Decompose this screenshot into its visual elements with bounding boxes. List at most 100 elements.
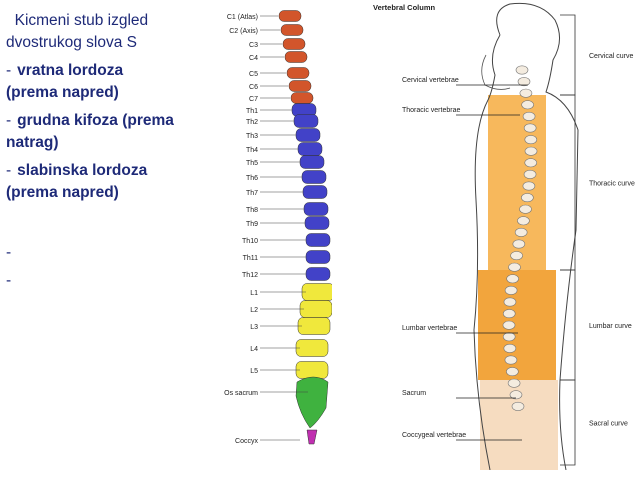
sacrum (295, 376, 329, 429)
vertebra-thoracic (303, 202, 329, 216)
vertebra-lumbar (295, 361, 329, 379)
vertebra-thoracic (305, 250, 331, 264)
vertebra-body (514, 227, 528, 237)
vertebra-label: L4 (250, 346, 258, 353)
vertebra-label: Th12 (242, 272, 258, 279)
vertebra-body (512, 239, 526, 249)
body-outline-front (473, 34, 501, 470)
vertebra-body (502, 332, 516, 342)
vertebra-body (507, 378, 521, 388)
torso-lumbar (478, 270, 556, 380)
vertebra-thoracic (295, 128, 321, 142)
vertebra-label: C6 (249, 84, 258, 91)
heading-line-2: dvostrukog slova S (6, 34, 137, 51)
bullet-lumbar: -slabinska lordoza (prema napred) (6, 160, 221, 204)
vertebra-label: C3 (249, 42, 258, 49)
vertebra-label: L3 (250, 324, 258, 331)
vertebra-label: Th7 (246, 190, 258, 197)
vertebra-label: Th2 (246, 119, 258, 126)
vertebra-label: C1 (Atlas) (227, 14, 258, 21)
vertebra-body (523, 169, 537, 179)
region-label: Coccygeal vertebrae (402, 432, 466, 439)
empty-bullet: - (6, 272, 12, 289)
bullet-text: natrag) (6, 134, 59, 151)
vertebra-body (524, 135, 538, 145)
vertebra-body (519, 88, 533, 98)
bullet-text: (prema napred) (6, 84, 119, 101)
vertebra-body (521, 193, 534, 203)
bullet-cervical: -vratna lordoza (prema napred) (6, 60, 221, 104)
vertebra-thoracic (301, 170, 327, 184)
vertebra-cervical (282, 38, 306, 50)
region-label: Sacrum (402, 390, 426, 397)
coccyx (306, 429, 318, 445)
vertebra-cervical (286, 67, 310, 79)
curve-bracket (560, 94, 576, 271)
slide-text: Kicmeni stub izgled dvostrukog slova S -… (6, 10, 221, 298)
vertebra-body (509, 390, 523, 400)
vertebra-label: Th10 (242, 238, 258, 245)
curve-label: Thoracic curve (589, 181, 635, 188)
bullet-text: slabinska lordoza (17, 162, 148, 179)
vertebra-label: Os sacrum (224, 390, 258, 397)
vertebra-label: C4 (249, 55, 258, 62)
bullet-thoracic: -grudna kifoza (prema natrag) (6, 110, 221, 154)
vertebra-thoracic (304, 216, 330, 230)
curve-bracket (560, 379, 576, 466)
vertebra-cervical (280, 24, 304, 36)
vertebra-label: Th3 (246, 133, 258, 140)
bullet-text: vratna lordoza (17, 62, 124, 79)
vertebra-body (521, 100, 534, 110)
vertebra-body (502, 309, 516, 319)
figure-title: Vertebral Column (373, 3, 436, 12)
vertebra-body (522, 111, 536, 121)
vertebra-body (510, 251, 523, 261)
vertebra-lumbar (299, 300, 332, 318)
vertebra-thoracic (293, 114, 319, 128)
vertebra-cervical (288, 80, 312, 92)
vertebra-label: L5 (250, 368, 258, 375)
vertebra-body (517, 77, 531, 87)
vertebra-label: Th8 (246, 207, 258, 214)
vertebra-thoracic (305, 267, 331, 281)
heading-line-1: Kicmeni stub izgled (6, 12, 149, 29)
curve-label: Sacral curve (589, 421, 628, 428)
vertebra-label: Th4 (246, 147, 258, 154)
vertebra-body (506, 274, 519, 284)
region-label: Thoracic vertebrae (402, 107, 460, 114)
curve-label: Lumbar curve (589, 323, 632, 330)
curve-label: Cervical curve (589, 53, 633, 60)
bullet-dash: - (6, 162, 12, 179)
vertebra-label: L1 (250, 290, 258, 297)
vertebra-body (503, 343, 517, 353)
vertebra-body (511, 401, 525, 411)
vertebra-body (524, 158, 538, 168)
vertebra-thoracic (305, 233, 331, 247)
vertebra-label: C5 (249, 71, 258, 78)
bullet-text: grudna kifoza (prema (17, 112, 174, 129)
vertebra-label: Th1 (246, 108, 258, 115)
region-label: Cervical vertebrae (402, 77, 459, 84)
vertebra-label: Th11 (243, 255, 259, 262)
vertebra-body (504, 355, 518, 365)
vertebra-label: Coccyx (235, 438, 258, 445)
vertebra-thoracic (302, 185, 328, 199)
vertebra-label: Th6 (246, 175, 258, 182)
vertebra-body (523, 123, 537, 133)
vertebra-body (522, 181, 536, 191)
heading: Kicmeni stub izgled dvostrukog slova S (6, 10, 221, 54)
empty-bullet: - (6, 244, 12, 261)
vertebra-cervical (290, 92, 314, 104)
skull-jaw (481, 54, 511, 90)
curve-bracket (560, 14, 576, 96)
vertebra-body (504, 285, 518, 295)
vertebra-cervical (284, 51, 308, 63)
vertebra-lumbar (301, 283, 332, 301)
region-label: Lumbar vertebrae (402, 325, 457, 332)
vertebra-body (524, 146, 538, 156)
vertebra-body (503, 297, 517, 307)
vertebra-thoracic (297, 142, 323, 156)
vertebra-label: Th5 (246, 160, 258, 167)
vertebra-body (519, 204, 532, 214)
